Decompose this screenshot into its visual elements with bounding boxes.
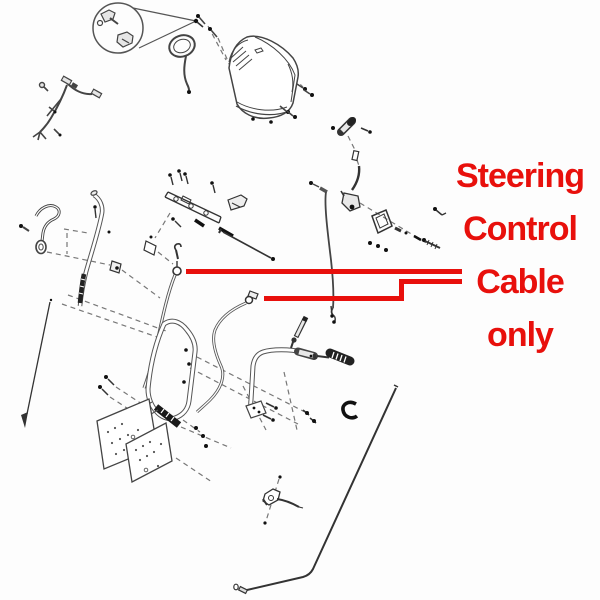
belt-cover — [228, 35, 314, 124]
annotation-line-2: Control — [463, 210, 578, 248]
drive-cable — [309, 181, 337, 324]
c-clip — [341, 400, 359, 420]
trigger-lever — [290, 305, 334, 349]
pivot-shaft-assembly — [143, 169, 275, 261]
bottom-bracket — [262, 475, 304, 525]
spring — [309, 348, 355, 366]
annotation-line-1: Steering — [455, 157, 585, 195]
right-handle — [245, 347, 318, 422]
callout-line-lower-stepped — [264, 279, 462, 301]
annotation-line-4: only — [487, 316, 554, 354]
headlight-ring-part — [168, 14, 218, 94]
speed-lever-assembly — [331, 117, 447, 252]
steering-cable-annotation-text: Steering Control Cable only — [429, 150, 600, 362]
wiring-harness — [32, 75, 103, 141]
steering-cable-callout-lines — [186, 269, 462, 301]
detail-callout-circle — [92, 2, 204, 54]
left-handle-tube — [77, 190, 111, 307]
steering-cable-lower-end — [195, 290, 259, 414]
j-bracket — [19, 204, 122, 274]
annotation-line-3: Cable — [476, 263, 565, 301]
handlebar-frame — [96, 318, 317, 483]
long-control-rod — [233, 384, 399, 595]
needle-rod — [21, 298, 53, 428]
